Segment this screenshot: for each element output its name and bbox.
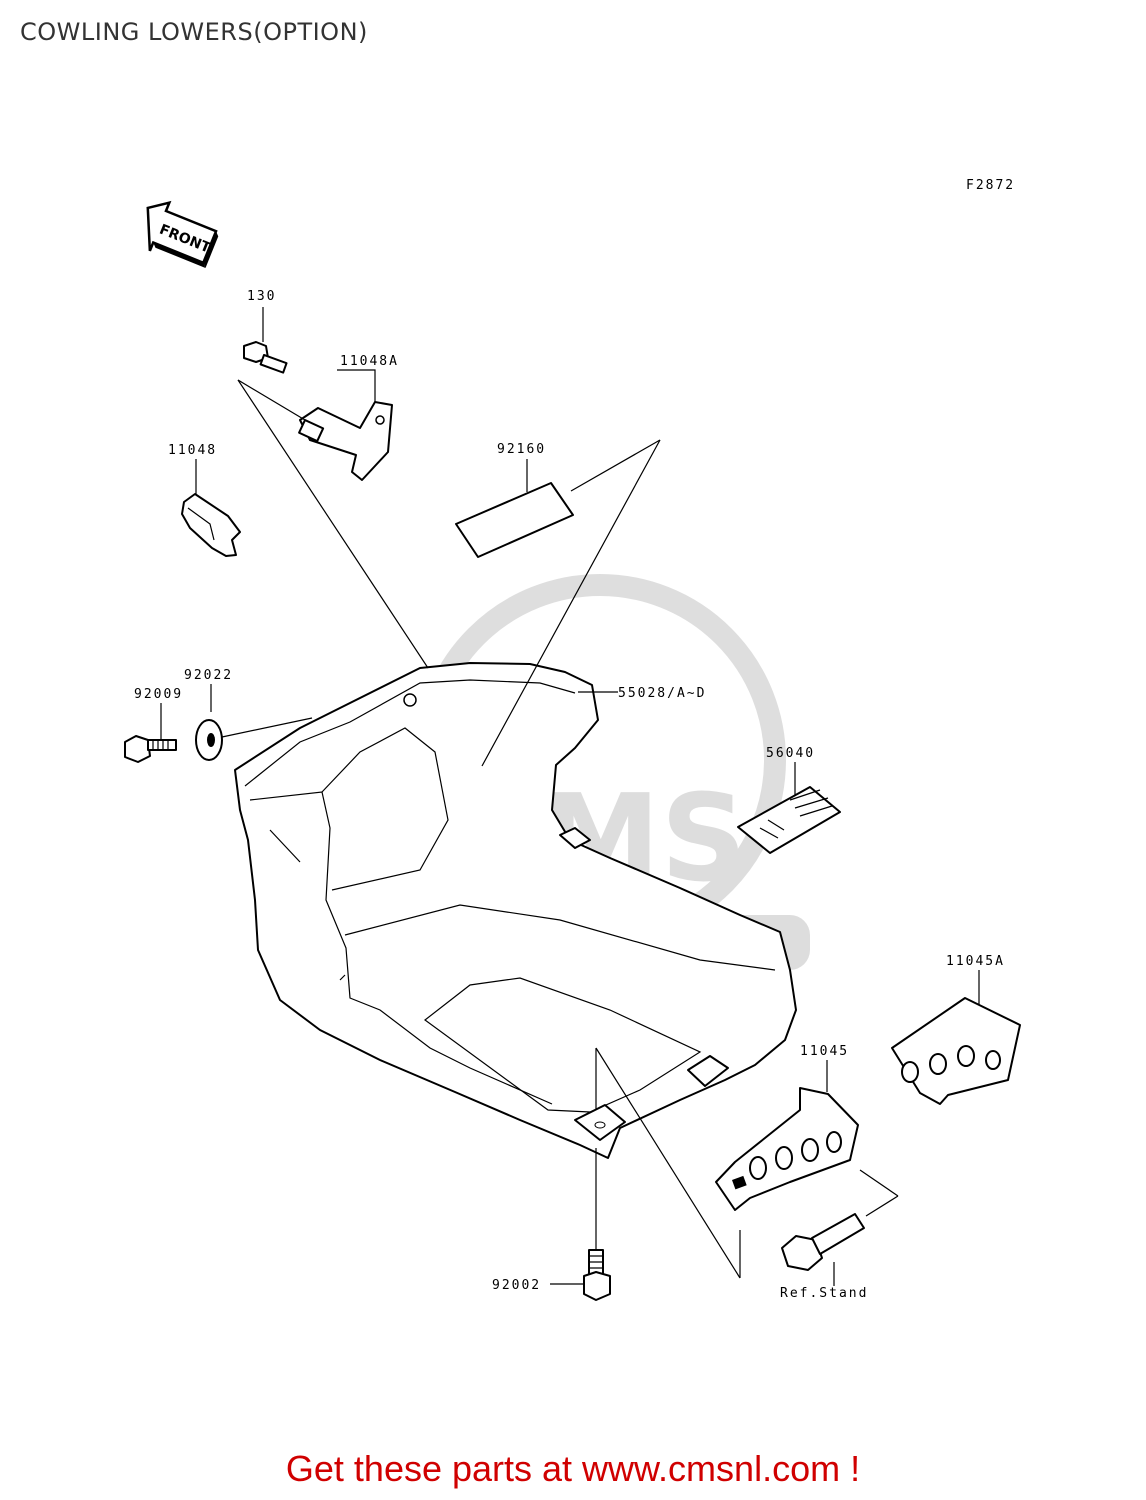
tape-92160[interactable]: 92160 (455, 439, 661, 558)
label-ref-stand: Ref.Stand (780, 1286, 868, 1301)
bracket-11045A[interactable]: 11045A (891, 954, 1021, 1105)
bolt-130[interactable]: 130 (243, 289, 288, 374)
label-11048A: 11048A (340, 354, 399, 369)
label-130: 130 (247, 289, 276, 304)
label-11045: 11045 (800, 1044, 849, 1059)
front-arrow-icon: FRONT (146, 200, 219, 268)
label-11045A: 11045A (946, 954, 1005, 969)
label-55028: 55028/A~D (618, 686, 706, 701)
bolt-ref-stand[interactable]: Ref.Stand (780, 1169, 899, 1301)
label-92022: 92022 (184, 668, 233, 683)
label-sticker-56040[interactable]: 56040 (737, 746, 841, 854)
washer-92022[interactable]: 92022 (184, 668, 313, 761)
bolt-92002[interactable]: 92002 (492, 1148, 611, 1301)
footer-link[interactable]: Get these parts at www.cmsnl.com ! (285, 1448, 861, 1489)
figure-code: F2872 (966, 178, 1015, 193)
label-92160: 92160 (497, 442, 546, 457)
label-92009: 92009 (134, 687, 183, 702)
label-56040: 56040 (766, 746, 815, 761)
bolt-92009[interactable]: 92009 (124, 687, 183, 763)
bracket-11048A[interactable]: 11048A (298, 354, 399, 481)
label-92002: 92002 (492, 1278, 541, 1293)
cowling-lower-55028[interactable]: 55028/A~D (234, 379, 797, 1279)
bracket-11045[interactable]: 11045 (715, 1044, 859, 1278)
label-11048: 11048 (168, 443, 217, 458)
page-title: COWLING LOWERS(OPTION) (20, 18, 368, 46)
clip-11048[interactable]: 11048 (168, 443, 241, 557)
